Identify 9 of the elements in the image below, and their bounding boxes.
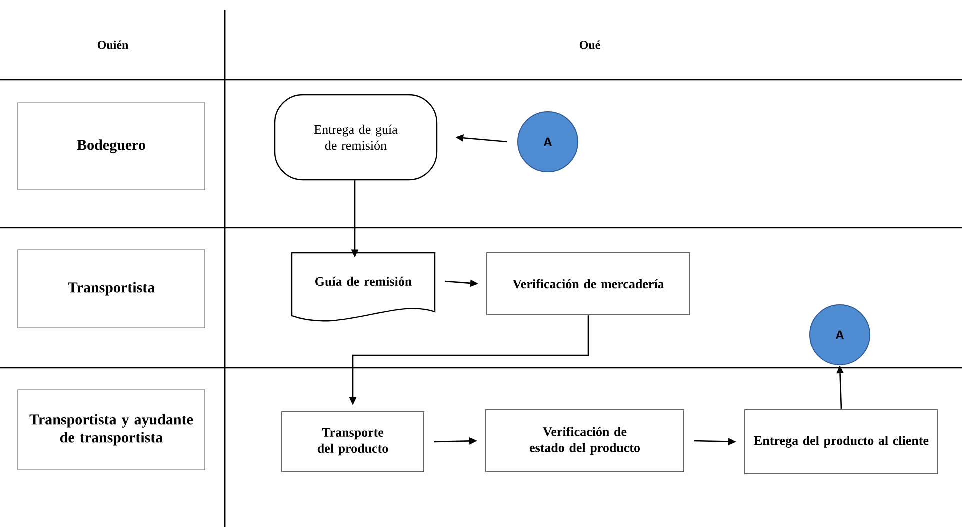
role-box: Transportista bbox=[18, 250, 206, 328]
process-box: Entrega del producto al cliente bbox=[744, 410, 938, 474]
column-header: Oué bbox=[580, 40, 600, 50]
role-box: Bodeguero bbox=[18, 102, 206, 190]
role-box: Transportista y ayudante de transportista bbox=[18, 390, 206, 470]
process-box: Verificación de mercadería bbox=[486, 252, 690, 316]
process-box: Transporte del producto bbox=[282, 412, 424, 472]
column-header: Ouién bbox=[98, 40, 128, 50]
process-box: Verificación de estado del producto bbox=[486, 410, 684, 472]
